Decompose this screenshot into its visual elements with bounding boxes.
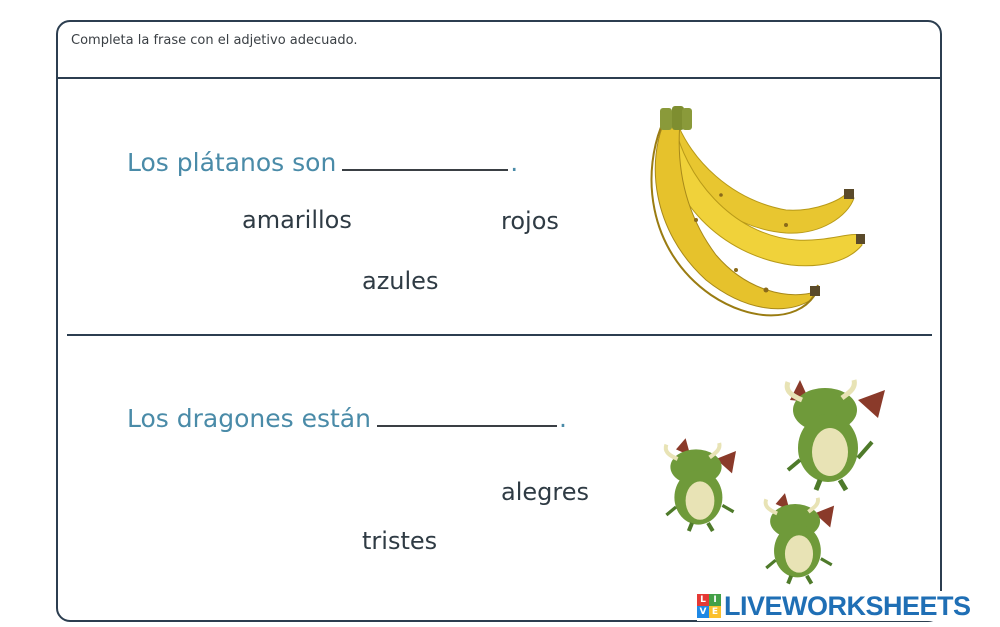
question-2-blank[interactable] bbox=[376, 405, 557, 427]
liveworksheets-logo[interactable]: L I V E LIVEWORKSHEETS bbox=[697, 591, 975, 621]
option-azules[interactable]: azules bbox=[362, 267, 439, 295]
option-tristes[interactable]: tristes bbox=[362, 527, 438, 555]
section-divider bbox=[67, 334, 932, 336]
instructions-text: Completa la frase con el adjetivo adecua… bbox=[71, 33, 358, 48]
question-1-text: Los plátanos son bbox=[127, 148, 337, 177]
question-1-sentence: Los plátanos son. bbox=[127, 148, 518, 177]
dragons-image bbox=[663, 379, 885, 585]
option-alegres[interactable]: alegres bbox=[501, 478, 589, 506]
logo-text: LIVEWORKSHEETS bbox=[724, 590, 971, 621]
question-2-text: Los dragones están bbox=[127, 404, 371, 433]
question-1-period: . bbox=[510, 148, 519, 177]
question-2-sentence: Los dragones están. bbox=[127, 404, 567, 433]
logo-letter: E bbox=[709, 606, 721, 618]
logo-letter: V bbox=[697, 606, 709, 618]
option-amarillos[interactable]: amarillos bbox=[242, 206, 352, 234]
option-rojos[interactable]: rojos bbox=[501, 207, 559, 235]
question-1-blank[interactable] bbox=[342, 149, 509, 171]
logo-mark-icon: L I V E bbox=[697, 594, 721, 618]
logo-letter: L bbox=[697, 594, 709, 606]
question-2-period: . bbox=[558, 404, 567, 433]
header-divider bbox=[58, 77, 940, 79]
worksheet-card: Completa la frase con el adjetivo adecua… bbox=[56, 20, 942, 622]
logo-letter: I bbox=[709, 594, 721, 606]
bananas-image bbox=[650, 106, 865, 317]
